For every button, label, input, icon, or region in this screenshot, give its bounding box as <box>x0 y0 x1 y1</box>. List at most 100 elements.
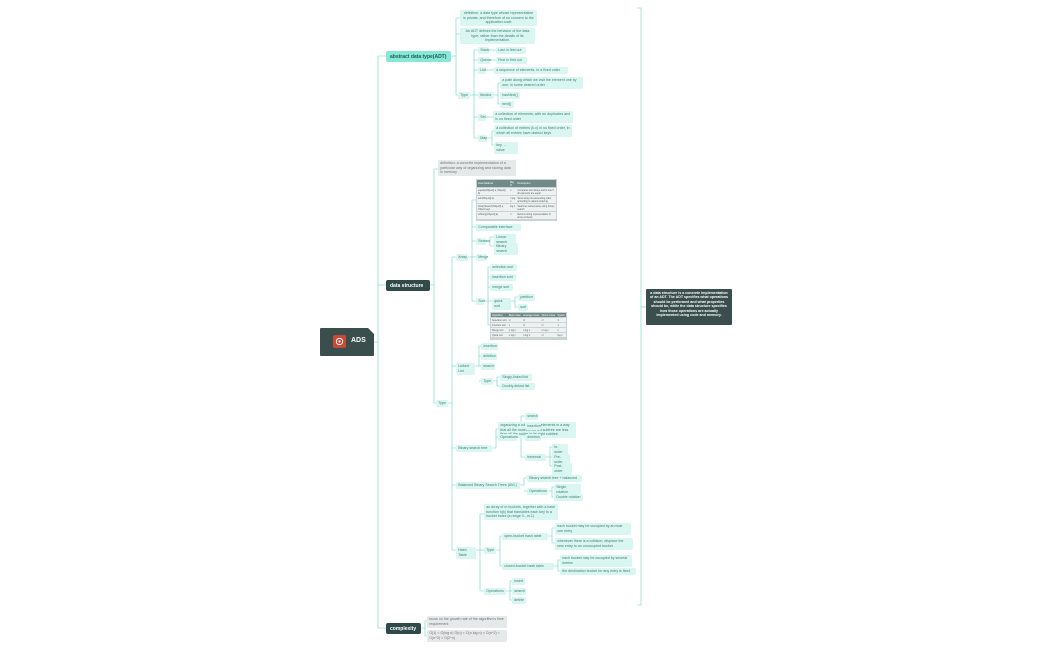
array-merge[interactable]: Merge <box>476 254 488 262</box>
complexity-desc[interactable]: focus on the growth rate of the algorith… <box>427 616 507 628</box>
sort-merge[interactable]: merge sort <box>490 284 513 292</box>
bst-traversal[interactable]: traversal <box>525 454 546 462</box>
sort-insertion[interactable]: insertion sort <box>490 274 516 282</box>
array-table-cell: Compares two arrays and is true if all e… <box>516 187 556 196</box>
adt-iterator-hasnext[interactable]: hasNext() <box>500 92 520 100</box>
array-table-header: Big O <box>509 180 517 188</box>
mindmap-logo-icon <box>333 335 346 348</box>
quick-partition[interactable]: partition <box>518 294 535 302</box>
bst-post-order[interactable]: Post-order <box>552 463 572 475</box>
avl-bf[interactable]: Binary search tree + balanced <box>527 475 582 483</box>
hash-closed[interactable]: closed-bucket hash table <box>502 563 554 571</box>
adt-iterator[interactable]: Iterator <box>478 92 494 100</box>
array-table-cell: sort(Object[] a) <box>477 195 510 204</box>
linked-search[interactable]: search <box>481 363 495 371</box>
adt-type[interactable]: Type <box>458 92 470 100</box>
avl-single-rotation[interactable]: Single rotation <box>554 484 581 496</box>
avl-operations[interactable]: Operations <box>527 488 548 496</box>
hash-delete[interactable]: delete <box>512 597 526 605</box>
topic-data-structure[interactable]: data structure <box>386 280 430 291</box>
array-linear-search[interactable]: Linear search <box>494 234 516 246</box>
array-table-cell: Sorts array into ascending order accordi… <box>516 195 556 204</box>
complexity-order[interactable]: O(1) < O(log n) O(n) < O(n log n) < O(n^… <box>427 630 507 642</box>
array-table-cell: n log n <box>509 195 517 204</box>
adt-definition[interactable]: definition: a data type whose representa… <box>460 10 537 26</box>
avl-node[interactable]: Balanced Binary Search Trees (AVL) <box>456 482 520 490</box>
bst-in-order[interactable]: In-order <box>552 444 568 456</box>
hash-desc[interactable]: an array of m buckets, together with a h… <box>484 504 558 520</box>
sort-table-cell: n² <box>521 317 541 323</box>
hash-operations[interactable]: Operations <box>484 588 506 596</box>
bst-deletion[interactable]: deletion <box>525 434 541 442</box>
fold-corner-icon <box>368 328 374 334</box>
linked-type[interactable]: Type <box>481 378 493 386</box>
topic-complexity[interactable]: complexity <box>386 623 421 634</box>
bst-pre-order[interactable]: Pre-order <box>552 454 570 466</box>
sort-selection[interactable]: selection sort <box>490 264 517 272</box>
array-table-cell: toString(Object[] a) <box>477 211 510 219</box>
array-table-cell: log n <box>509 203 517 212</box>
adt-iterator-desc[interactable]: a path along which we visit the element … <box>500 77 583 89</box>
topic-adt[interactable]: abstract data type(ADT) <box>386 51 451 62</box>
sort-complexity-table: Algorithm Best Case Average Case Worst C… <box>490 312 567 340</box>
adt-iterator-next[interactable]: next() <box>500 101 514 109</box>
hash-open-desc-2[interactable]: whenever there is a collision, displace … <box>555 538 633 550</box>
sort-table-cell: n <box>507 322 522 328</box>
sort-table-cell: 1 <box>556 317 566 323</box>
linked-insertion[interactable]: insertion <box>481 343 498 351</box>
sort-table-cell: n² <box>540 322 557 328</box>
array-sort[interactable]: Sort <box>476 298 485 306</box>
ds-type[interactable]: Type <box>436 400 448 408</box>
array-table-cell: Returns string representation of array c… <box>516 211 556 219</box>
sort-table-cell: n² <box>521 322 541 328</box>
hash-open[interactable]: open-bucket hash table <box>502 533 548 541</box>
bst-insertion[interactable]: insertion <box>525 423 541 431</box>
sort-table-cell: n² <box>507 317 522 323</box>
adt-stack-desc[interactable]: Last in first out <box>496 47 526 55</box>
array-search[interactable]: Search <box>476 238 490 246</box>
array-comparable[interactable]: Comparable interface <box>476 224 521 232</box>
sort-table-cell: n log n <box>521 327 541 333</box>
avl-double-rotation[interactable]: Double rotation <box>554 494 583 502</box>
array-table-cell: n <box>509 211 517 219</box>
bst-search[interactable]: search <box>525 413 538 421</box>
adt-note[interactable]: An ADT defines the behavior of the data … <box>460 28 535 44</box>
adt-map-desc[interactable]: a collection of entries (k-v) in no fixe… <box>494 125 572 137</box>
adt-map[interactable]: Map <box>478 135 487 143</box>
linked-doubly[interactable]: Doubly-linked list <box>500 383 535 391</box>
adt-list[interactable]: List <box>478 67 486 75</box>
array-methods-table: Java Method Big O Description equals(Obj… <box>476 179 557 221</box>
linked-singly[interactable]: Singly-linked list <box>500 374 532 382</box>
adt-queue-desc[interactable]: First in first out <box>496 57 527 65</box>
array-node[interactable]: Array <box>456 254 468 262</box>
bst-operations[interactable]: Operations <box>498 434 518 442</box>
array-table-header: Description <box>516 180 556 188</box>
root-node[interactable]: ADS <box>320 328 374 356</box>
ds-summary-callout[interactable]: a data structure is a concrete implement… <box>646 289 732 325</box>
adt-set-desc[interactable]: a collection of elements, with no duplic… <box>493 111 573 123</box>
hash-closed-desc-1[interactable]: each bucket may be occupied by several e… <box>560 555 632 567</box>
sort-table-cell: log n <box>556 332 566 337</box>
adt-set[interactable]: Set <box>478 114 486 122</box>
hash-search[interactable]: search <box>512 588 526 596</box>
hash-open-desc-1[interactable]: each bucket may be occupied by at most o… <box>555 523 631 535</box>
quick-sort[interactable]: sort <box>518 304 528 312</box>
linked-deletion[interactable]: deletion <box>481 353 497 361</box>
hash-type[interactable]: Type <box>484 547 496 555</box>
sort-table-cell: Selection sort <box>491 317 508 323</box>
sort-table-cell: n² <box>540 332 557 337</box>
sort-table-cell: n <box>556 327 566 333</box>
array-table-header: Java Method <box>477 180 510 188</box>
adt-queue[interactable]: Queue <box>478 57 491 65</box>
bst-node[interactable]: Binary search tree <box>456 445 492 453</box>
hash-closed-desc-2[interactable]: the destination bucket for any entry is … <box>560 568 636 576</box>
adt-list-desc[interactable]: a sequence of elements, in a fixed order <box>494 67 568 75</box>
array-binary-search[interactable]: Binary search <box>494 243 518 255</box>
linked-list-node[interactable]: Linked List <box>456 363 475 375</box>
adt-map-kv[interactable]: key → value <box>494 142 518 154</box>
sort-quick[interactable]: quick sort <box>492 298 511 310</box>
hash-node[interactable]: Hash Table <box>456 547 476 559</box>
hash-insert[interactable]: insert <box>512 578 525 586</box>
ds-definition[interactable]: definition: a concrete implementation of… <box>438 160 516 176</box>
adt-stack[interactable]: Stack <box>478 47 489 55</box>
